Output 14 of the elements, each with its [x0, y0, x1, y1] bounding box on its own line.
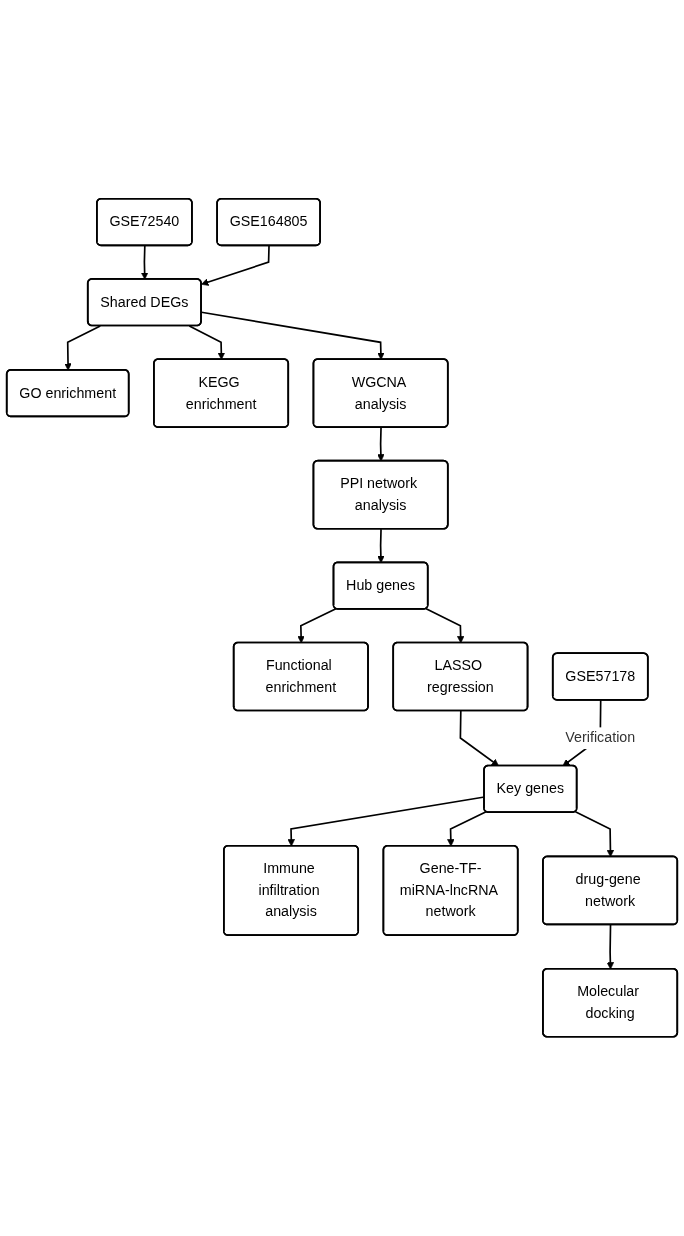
arrow	[377, 426, 385, 462]
arrow	[425, 608, 465, 644]
arrow	[377, 528, 385, 564]
arrow	[606, 924, 615, 970]
arrow	[297, 608, 337, 644]
arrow	[201, 245, 270, 287]
arrow	[188, 325, 225, 361]
arrow	[287, 796, 486, 847]
arrow	[459, 710, 499, 767]
arrow	[64, 325, 102, 371]
edge-label: Verification	[565, 730, 636, 747]
arrow	[574, 811, 615, 858]
arrow	[140, 245, 149, 280]
arrow	[447, 811, 487, 847]
